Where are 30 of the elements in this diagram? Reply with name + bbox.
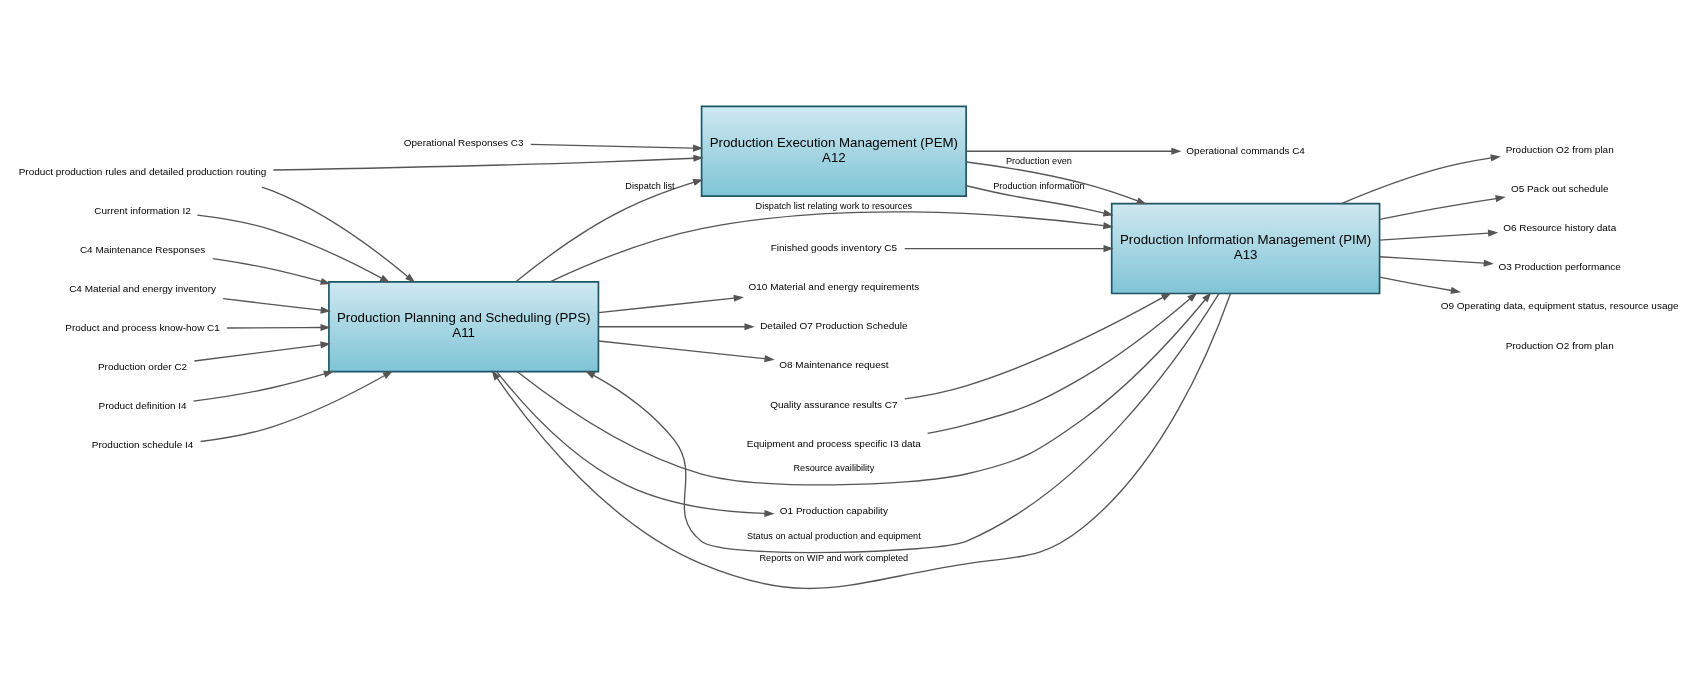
edge-label: Production information — [993, 180, 1085, 191]
node-text: Detailed O7 Production Schedule — [760, 319, 908, 331]
node-text: O6 Resource history data — [1503, 221, 1617, 233]
edge-label: Resource availibility — [793, 462, 875, 473]
label: Production O2 from plan — [1505, 338, 1614, 350]
edge-label: Production even — [1005, 155, 1072, 166]
node-text: Product production rules and detailed production routing — [18, 165, 267, 177]
edge-label: Status on actual production and equipment — [746, 530, 921, 541]
node-text: Operational commands C4 — [1186, 144, 1305, 156]
node-text: Finished goods inventory C5 — [770, 241, 898, 253]
node-text: Product and process know-how C1 — [65, 321, 220, 333]
node-text: O3 Production performance — [1498, 260, 1621, 272]
node-text: C4 Maintenance Responses — [79, 243, 206, 255]
node-text: C4 Material and energy inventory — [69, 282, 216, 294]
node-text: Equipment and process specific I3 data — [746, 437, 921, 449]
node-text: Product definition I4 — [98, 399, 187, 411]
edge-label: Dispatch list relating work to resources — [755, 200, 913, 211]
node-text: O1 Production capability — [779, 504, 888, 516]
edge-label: Dispatch list — [625, 180, 675, 191]
node-text: O10 Material and energy requirements — [748, 280, 920, 292]
node-text: Quality assurance results C7 — [770, 398, 898, 410]
node-text: Current information I2 — [94, 204, 191, 216]
node-text: Production schedule I4 — [91, 438, 194, 450]
node-text: Operational Responses C3 — [403, 136, 524, 148]
node-text: Production order C2 — [97, 360, 188, 372]
node-text: O5 Pack out schedule — [1510, 182, 1609, 194]
node-text: O8 Maintenance request — [779, 358, 889, 370]
edge-label: Reports on WIP and work completed — [759, 552, 909, 563]
node-text: Production O2 from plan — [1505, 143, 1614, 155]
node-text: O9 Operating data, equipment status, resource usage — [1440, 299, 1679, 311]
